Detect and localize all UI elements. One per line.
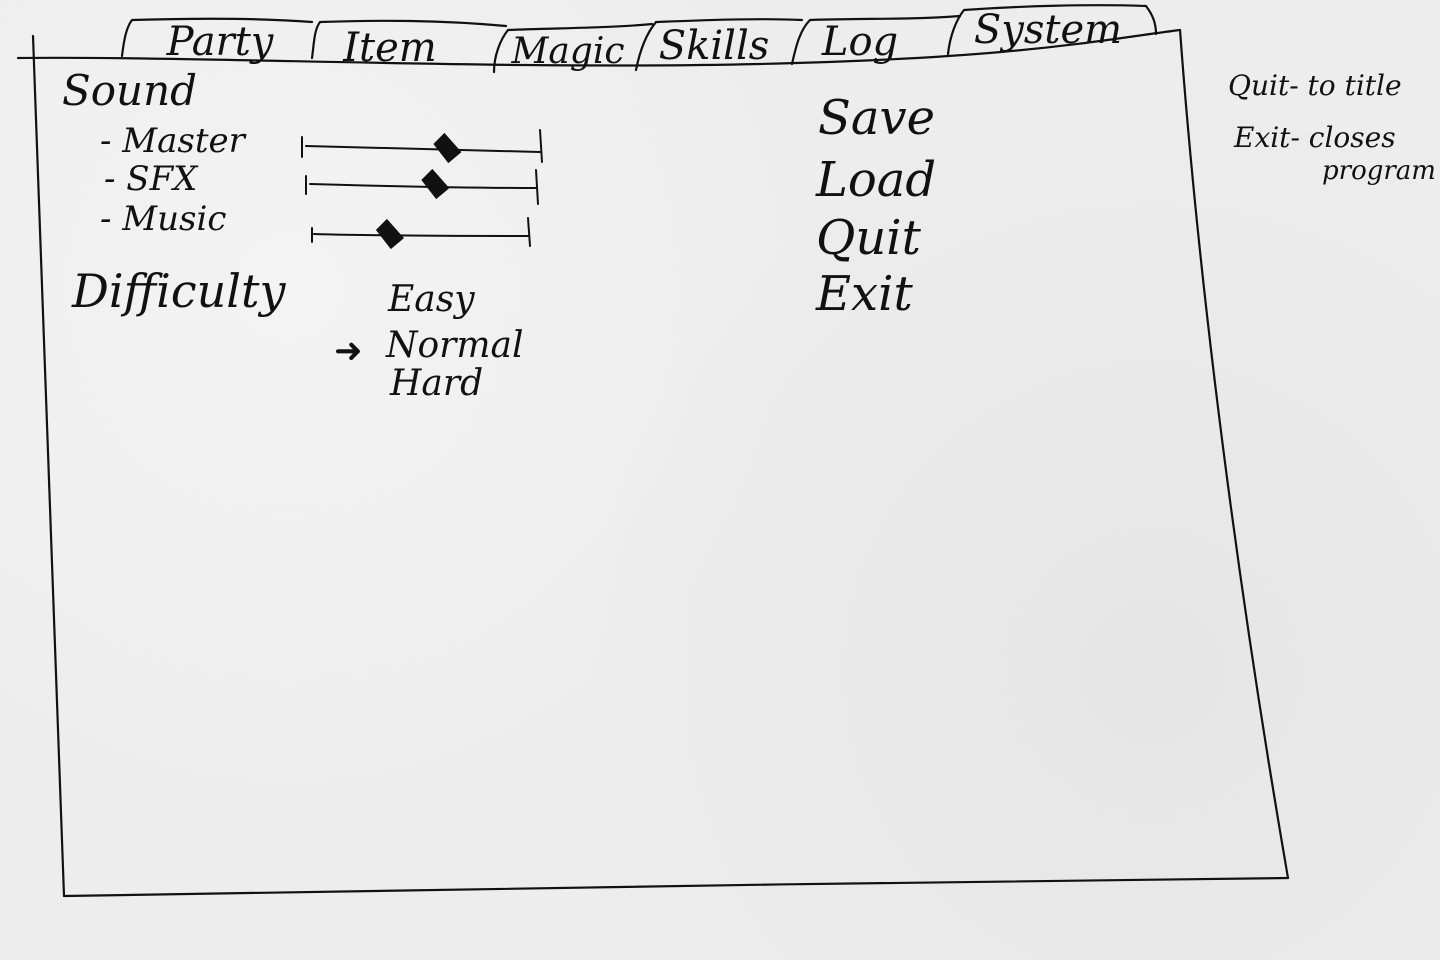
tab-log-label: Log [821,19,899,65]
tab-system-label: System [973,7,1123,53]
tab-party-label: Party [166,19,274,65]
tab-magic[interactable]: Magic [500,28,640,74]
master-label: - Master [100,121,245,161]
tab-log[interactable]: Log [800,16,950,66]
sound-title: Sound [62,66,198,115]
sfx-slider[interactable] [304,170,538,200]
tab-magic-label: Magic [511,31,625,72]
sfx-label: - SFX [104,159,198,199]
tab-party[interactable]: Party [130,18,310,62]
difficulty-option-normal[interactable]: Normal [386,325,524,366]
arrow-right-icon: ➜ [334,331,363,371]
save-button[interactable]: Save [818,90,936,146]
difficulty-option-easy[interactable]: Easy [388,279,475,320]
load-button[interactable]: Load [816,152,937,208]
difficulty-option-hard[interactable]: Hard [390,363,484,404]
tab-skills[interactable]: Skills [642,20,792,70]
difficulty-title: Difficulty [72,264,286,318]
note-quit: Quit- to title [1228,69,1402,102]
tab-item-label: Item [343,25,437,71]
tab-skills-label: Skills [658,23,770,69]
tab-system[interactable]: System [956,6,1152,56]
tab-item[interactable]: Item [318,20,498,71]
quit-button[interactable]: Quit [816,210,921,266]
note-exit: Exit- closes [1234,121,1396,154]
music-slider[interactable] [310,218,532,248]
music-label: - Music [100,199,227,239]
note-program: program [1322,156,1436,186]
master-slider[interactable] [300,132,544,162]
exit-button[interactable]: Exit [816,266,913,322]
